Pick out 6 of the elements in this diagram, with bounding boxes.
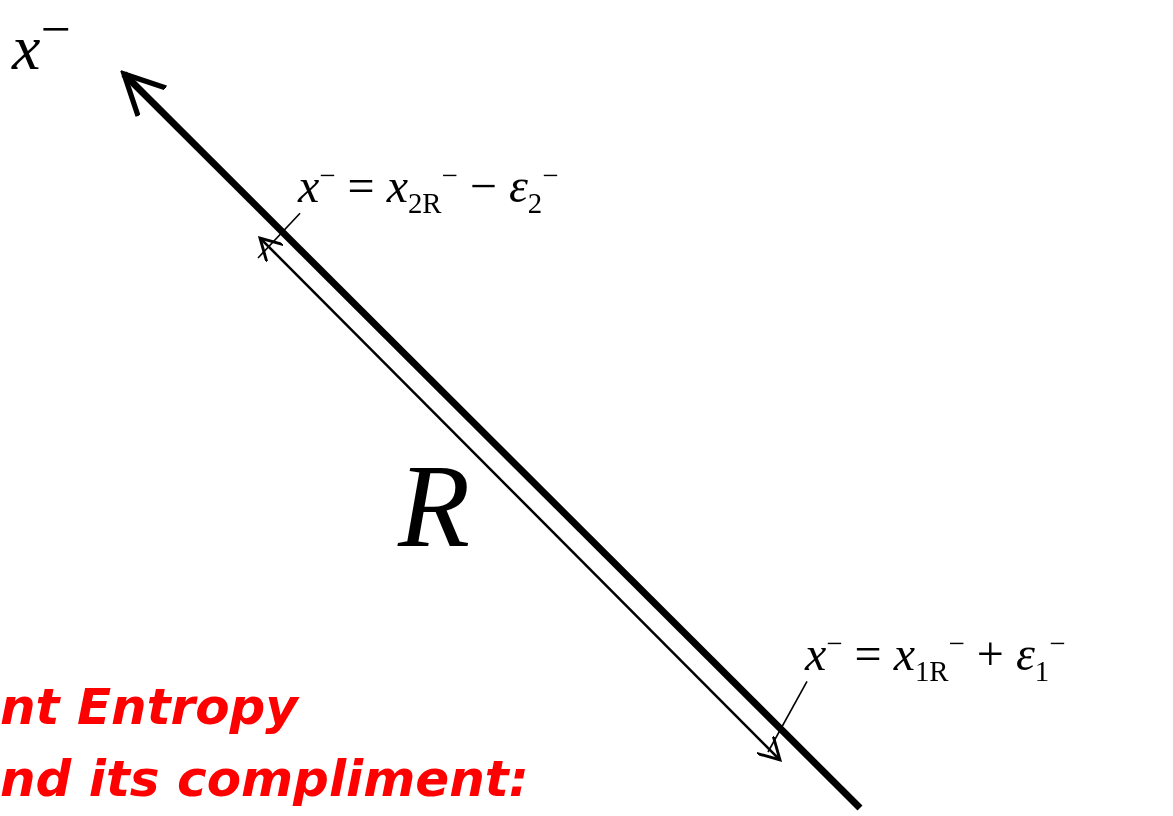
dimension-label: R xyxy=(398,442,471,572)
leader-line xyxy=(767,680,808,753)
heading-text: nd its compliment: xyxy=(0,752,529,807)
heading-text: nt Entropy xyxy=(0,680,298,735)
axis-label: x$^{−}$ xyxy=(12,0,71,84)
leader-line xyxy=(257,212,301,259)
